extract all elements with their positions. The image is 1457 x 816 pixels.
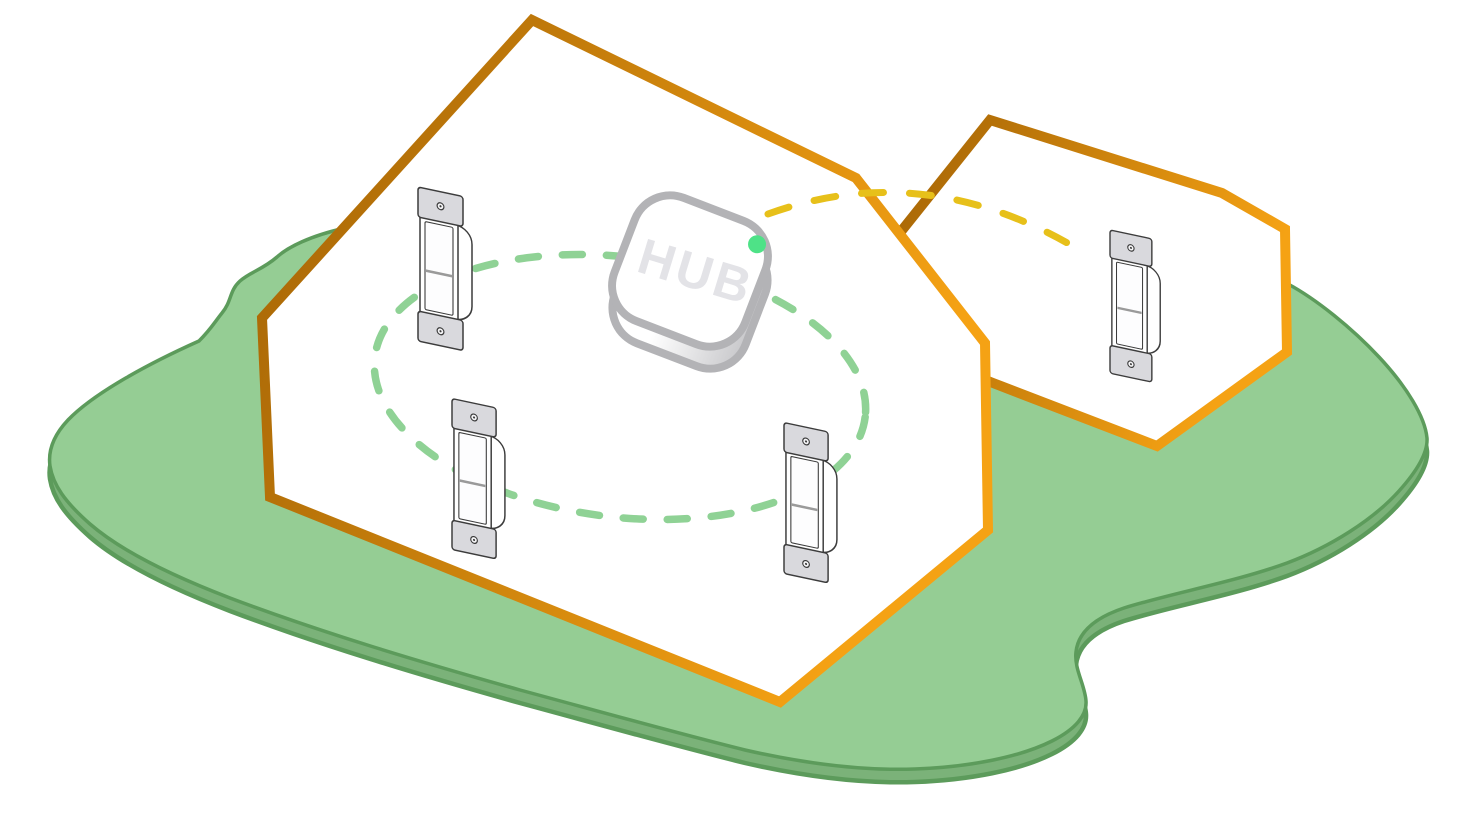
- hub-status-led-icon: [748, 235, 767, 254]
- hub-device: HUB: [608, 191, 772, 373]
- hub-mesh-ellipse: [370, 250, 870, 524]
- hub-to-neighbor-arc: [764, 188, 1090, 258]
- hub-top-face: [608, 191, 772, 351]
